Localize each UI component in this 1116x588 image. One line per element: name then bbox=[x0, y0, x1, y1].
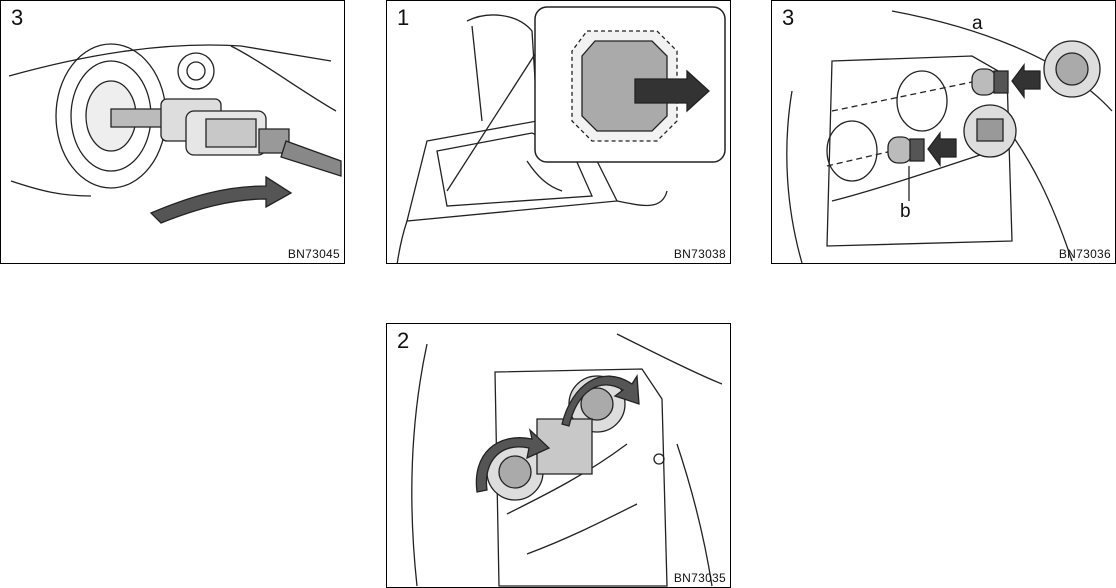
figure-code: BN73038 bbox=[674, 247, 726, 261]
label-a: a bbox=[972, 13, 983, 35]
figure-panel-twist-socket: 3 BN73045 bbox=[0, 0, 345, 264]
figure-panel-socket-turn: 2 BN73035 bbox=[386, 323, 731, 588]
figure-code: BN73045 bbox=[288, 247, 340, 261]
label-b: b bbox=[900, 201, 911, 223]
step-number: 3 bbox=[11, 7, 23, 29]
step-number: 2 bbox=[397, 330, 409, 352]
figure-panel-bulb-removal: 3 a b BN73036 bbox=[771, 0, 1116, 264]
figure-code: BN73036 bbox=[1059, 247, 1111, 261]
figure-panel-trunk-cover: 1 BN73038 bbox=[386, 0, 731, 264]
socket-removal-illustration bbox=[1, 1, 345, 264]
figure-code: BN73035 bbox=[674, 571, 726, 585]
step-number: 1 bbox=[397, 7, 409, 29]
bulb-removal-illustration bbox=[772, 1, 1116, 264]
step-number: 3 bbox=[782, 7, 794, 29]
trunk-cover-illustration bbox=[387, 1, 731, 264]
socket-turn-illustration bbox=[387, 324, 731, 588]
